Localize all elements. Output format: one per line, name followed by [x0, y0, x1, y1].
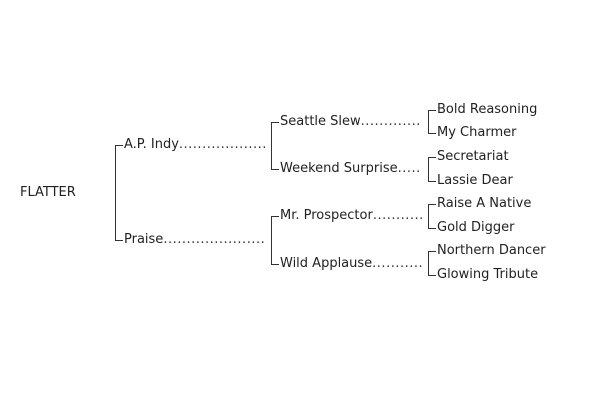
great-grandparent-name: Bold Reasoning: [437, 102, 538, 117]
great-grandparent-name: My Charmer: [437, 125, 517, 140]
great-grandparent-name: Raise A Native: [437, 196, 532, 211]
leader-dots: ........................................…: [178, 137, 266, 152]
great-grandparent-name: Lassie Dear: [437, 173, 513, 188]
leader-dots: ........................................…: [397, 161, 422, 176]
great-grandparent-name: Gold Digger: [437, 220, 515, 235]
paternal-granddam-name: Weekend Surprise........................…: [280, 161, 422, 176]
dam-name: Praise..................................…: [124, 232, 266, 247]
great-grandparent-name: Glowing Tribute: [437, 267, 539, 282]
leader-dots: ........................................…: [372, 208, 422, 223]
great-grandparent-name: Northern Dancer: [437, 243, 546, 258]
leader-dots: ........................................…: [163, 232, 266, 247]
leader-dots: ........................................…: [372, 256, 422, 271]
leader-dots: ........................................…: [360, 114, 422, 129]
sire-name: A.P. Indy...............................…: [124, 137, 266, 153]
great-grandparent-name: Secretariat: [437, 149, 509, 164]
maternal-granddam-name: Wild Applause...........................…: [280, 256, 422, 271]
paternal-grandsire-name: Seattle Slew............................…: [280, 114, 422, 129]
maternal-grandsire-name: Mr. Prospector..........................…: [280, 208, 422, 223]
horse-name: FLATTER: [20, 185, 76, 200]
